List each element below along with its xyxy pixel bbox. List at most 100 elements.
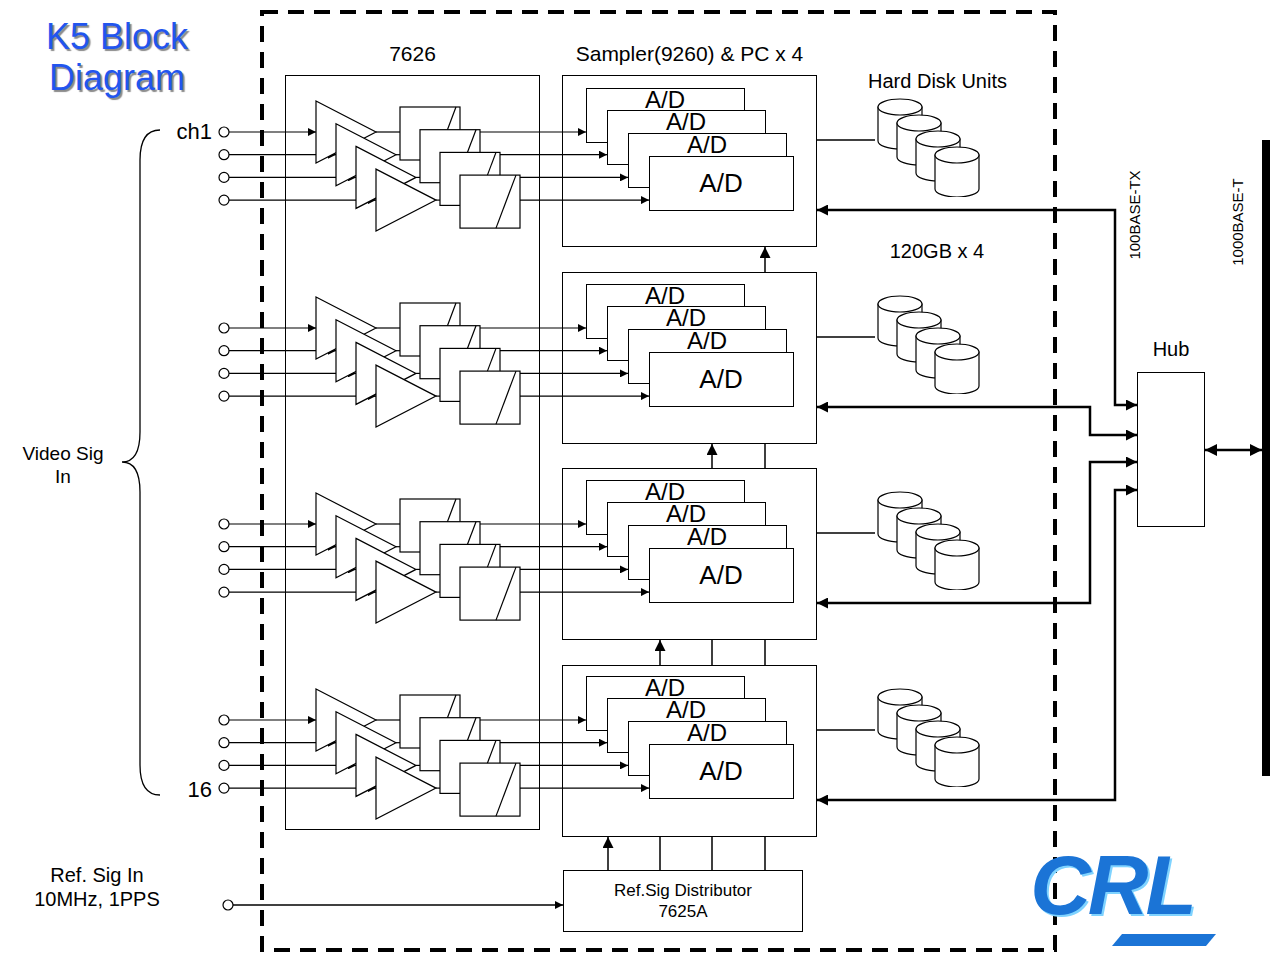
disk-top bbox=[935, 540, 979, 556]
disk-top bbox=[878, 689, 922, 705]
reference-distributor: Ref.Sig Distributor 7625A bbox=[563, 870, 803, 932]
input-brace bbox=[122, 130, 160, 795]
converter-label: A/D bbox=[629, 526, 786, 547]
ad-converter-box: A/D bbox=[649, 744, 794, 799]
signal-group-label: Video Sig In bbox=[13, 443, 113, 489]
input-terminal bbox=[219, 323, 229, 333]
converter-label: A/D bbox=[699, 365, 742, 394]
amplifier-symbol bbox=[376, 365, 436, 427]
block-heading: Hub bbox=[1153, 338, 1190, 361]
filter-symbol bbox=[460, 371, 520, 424]
converter-label: A/D bbox=[587, 285, 744, 306]
converter-label: A/D bbox=[629, 134, 786, 155]
converter-label: A/D bbox=[587, 89, 744, 110]
disk-top bbox=[878, 99, 922, 115]
amplifier-symbol bbox=[376, 561, 436, 623]
input-terminal bbox=[223, 900, 233, 910]
disk-drawing bbox=[875, 687, 1000, 787]
network-link bbox=[817, 210, 1137, 405]
input-terminal bbox=[219, 195, 229, 205]
disk-top bbox=[897, 115, 941, 131]
signal-wire bbox=[229, 523, 316, 524]
module-box: 7626 bbox=[285, 75, 540, 830]
converter-label: A/D bbox=[629, 722, 786, 743]
disk-top bbox=[897, 312, 941, 328]
signal-wire bbox=[229, 719, 316, 720]
logo-text: CRL bbox=[1030, 843, 1194, 927]
block-heading: Hard Disk Units bbox=[868, 70, 1007, 93]
filter-slash bbox=[496, 567, 516, 620]
signal-wire bbox=[376, 523, 400, 524]
signal-wire bbox=[229, 396, 376, 397]
input-terminal bbox=[219, 715, 229, 725]
signal-wire bbox=[376, 131, 400, 132]
channel-label: 16 bbox=[188, 777, 212, 803]
filter-slash bbox=[496, 175, 516, 228]
signal-input-label: Ref. Sig In 10MHz, 1PPS bbox=[27, 863, 167, 911]
signal-wire bbox=[229, 591, 376, 592]
input-terminal bbox=[219, 127, 229, 137]
logo-swoosh bbox=[1112, 934, 1216, 946]
sampler-pc-box: A/DA/DA/DA/D bbox=[562, 665, 817, 837]
converter-label: A/D bbox=[699, 561, 742, 590]
input-terminal bbox=[219, 564, 229, 574]
hard-disk-unit bbox=[875, 490, 1000, 590]
network-link bbox=[817, 490, 1137, 800]
network-label: 100BASE-TX bbox=[1126, 170, 1144, 259]
disk-drawing bbox=[875, 490, 1000, 590]
signal-wire bbox=[229, 200, 376, 201]
disk-top bbox=[935, 737, 979, 753]
disk-top bbox=[878, 296, 922, 312]
converter-label: A/D bbox=[629, 330, 786, 351]
converter-label: A/D bbox=[699, 757, 742, 786]
signal-connector bbox=[607, 837, 609, 870]
disk-top bbox=[916, 328, 960, 344]
diagram-title: K5 Block Diagram bbox=[22, 16, 212, 99]
converter-label: A/D bbox=[608, 699, 765, 720]
enclosure-border bbox=[262, 12, 1055, 950]
input-terminal bbox=[219, 150, 229, 160]
disk-top bbox=[935, 344, 979, 360]
sampler-pc-box: A/DA/DA/DA/D bbox=[562, 468, 817, 640]
hard-disk-unit bbox=[875, 687, 1000, 787]
disk-top bbox=[916, 721, 960, 737]
network-label: 1000BASE-T bbox=[1229, 178, 1247, 266]
network-link bbox=[817, 407, 1137, 435]
filter-symbol bbox=[460, 175, 520, 228]
channel-label: ch1 bbox=[177, 119, 212, 145]
input-terminal bbox=[219, 587, 229, 597]
disk-top bbox=[916, 524, 960, 540]
disk-drawing bbox=[875, 294, 1000, 394]
signal-connector bbox=[817, 729, 875, 731]
input-terminal bbox=[219, 738, 229, 748]
converter-label: A/D bbox=[608, 503, 765, 524]
sampler-pc-box: A/DA/DA/DA/D bbox=[562, 272, 817, 444]
filter-slash bbox=[496, 763, 516, 816]
disk-drawing bbox=[875, 97, 1000, 197]
signal-connector bbox=[817, 139, 875, 141]
signal-wire bbox=[376, 719, 400, 720]
gigabit-backbone-bar bbox=[1262, 140, 1270, 776]
amplifier-symbol bbox=[376, 757, 436, 819]
converter-label: A/D bbox=[699, 169, 742, 198]
filter-slash bbox=[496, 371, 516, 424]
signal-wire bbox=[229, 787, 376, 788]
input-terminal bbox=[219, 760, 229, 770]
signal-wire bbox=[376, 327, 400, 328]
converter-label: A/D bbox=[587, 677, 744, 698]
hard-disk-unit: Hard Disk Units bbox=[875, 97, 1000, 197]
input-terminal bbox=[219, 542, 229, 552]
capacity-label: 120GB x 4 bbox=[890, 239, 985, 263]
signal-wire bbox=[229, 327, 316, 328]
filter-symbol bbox=[460, 567, 520, 620]
signal-wire bbox=[229, 131, 316, 132]
input-terminals bbox=[219, 127, 229, 793]
input-terminal bbox=[219, 346, 229, 356]
hard-disk-unit bbox=[875, 294, 1000, 394]
filter-symbol bbox=[460, 763, 520, 816]
input-terminal bbox=[219, 783, 229, 793]
ad-converter-box: A/D bbox=[649, 156, 794, 211]
box-label: Ref.Sig Distributor 7625A bbox=[598, 880, 768, 923]
